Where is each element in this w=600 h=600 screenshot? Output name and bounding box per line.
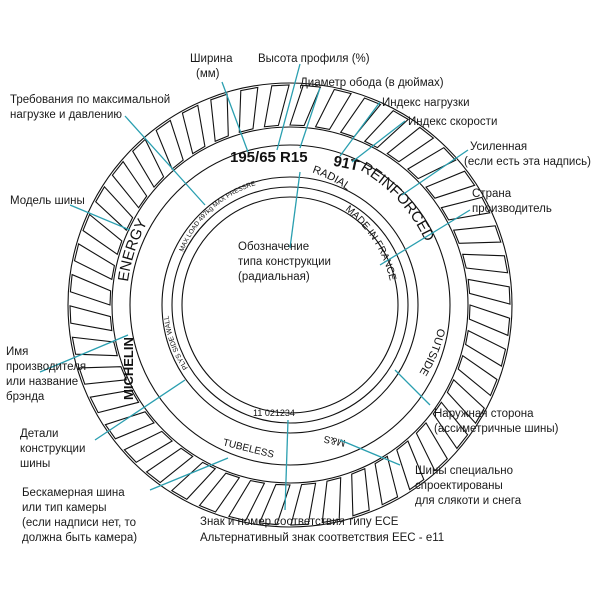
tread-block: [446, 378, 485, 425]
tread-block: [339, 97, 382, 138]
tread-block: [69, 305, 113, 332]
tire: [67, 82, 513, 528]
leader-width: [221, 81, 249, 153]
leader-ece: [284, 419, 289, 511]
bead-ring-outer: [161, 176, 419, 434]
tread-block: [263, 84, 290, 128]
label-max-load-pressure: Требования по максимальной нагрузке и да…: [10, 94, 173, 121]
tread-block: [69, 273, 112, 306]
leader-tubeless: [149, 457, 229, 491]
label-speed-index: Индекс скорости: [408, 116, 497, 128]
tread-block: [468, 304, 511, 337]
leader-lines: [39, 63, 471, 511]
leader-load-index: [339, 101, 381, 157]
brand-marking: MICHELIN: [121, 337, 136, 400]
tread-block: [95, 185, 134, 232]
tread-block: [289, 84, 322, 127]
tread-block: [415, 421, 448, 472]
tread-block: [82, 213, 123, 256]
tread-band-inner: [111, 126, 469, 484]
tread-block: [467, 278, 511, 305]
leader-model: [69, 204, 131, 231]
ply-marking: PLYS SIDE WALL 2 RAYON: [0, 0, 190, 371]
tread-block: [351, 467, 370, 517]
rim-edge: [181, 196, 399, 414]
tread-blocks: [69, 84, 511, 526]
leader-reinforced: [401, 149, 469, 196]
tubeless-marking: TUBELESS: [222, 437, 276, 460]
label-profile-height: Высота профиля (%): [258, 53, 370, 65]
tread-block: [78, 366, 128, 385]
tire-outer-edge: [67, 82, 513, 528]
tread-block: [155, 119, 184, 170]
tire-size-marking: 195/65 R15: [230, 149, 308, 166]
tread-block: [464, 329, 507, 367]
tread-block: [290, 482, 317, 526]
tread-block: [89, 389, 140, 414]
tread-block: [440, 196, 491, 221]
label-width: Ширина (мм): [190, 53, 236, 80]
leader-rim: [299, 87, 321, 149]
tread-block: [198, 472, 241, 513]
leader-details: [94, 379, 186, 441]
label-tubeless: Бескамерная шина или тип камеры (если на…: [22, 487, 139, 544]
label-reinforced: Усиленная (если есть эта надпись): [464, 141, 591, 168]
tread-block: [396, 440, 425, 491]
tread-block: [181, 104, 206, 155]
leader-country: [379, 209, 471, 266]
mud-snow-marking: M&S: [323, 433, 347, 448]
tread-block: [111, 160, 148, 209]
dot-marking: 11 021234: [253, 408, 295, 418]
tread-block: [432, 401, 469, 450]
tread-block: [425, 170, 476, 199]
tread-block: [406, 147, 457, 180]
tread-block: [314, 88, 352, 131]
label-rim-diameter: Диаметр обода (в дюймах): [300, 77, 444, 89]
tread-block: [210, 93, 229, 143]
label-country: Страна производитель: [472, 188, 552, 215]
load-speed-marking: 91T: [332, 153, 361, 175]
bead-ring-inner: [171, 186, 409, 424]
label-load-index: Индекс нагрузки: [382, 97, 470, 109]
leader-mud-snow: [339, 439, 401, 466]
tread-block: [374, 455, 399, 506]
label-outer-side: Наружная сторона (ассиметричные шины): [434, 408, 559, 435]
sidewall-ring: [129, 144, 451, 466]
leader-manufacturer: [39, 334, 129, 373]
tread-block: [258, 483, 291, 526]
tread-block: [132, 138, 165, 189]
tread-block: [145, 447, 194, 484]
label-tyre-model: Модель шины: [10, 195, 85, 207]
tread-block: [73, 243, 116, 281]
tread-block: [386, 126, 435, 163]
tread-block: [461, 253, 509, 274]
tread-block: [228, 479, 266, 522]
leader-max-load: [124, 115, 206, 206]
tread-block: [104, 411, 155, 440]
leader-profile: [276, 63, 301, 151]
tread-block: [452, 225, 502, 244]
leader-outer-side: [394, 369, 431, 406]
label-construction-details: Детали конструкции шины: [20, 428, 89, 470]
made-in-marking: MADE IN FRANCE: [343, 204, 398, 282]
leader-speed-index: [351, 120, 406, 163]
tread-block: [457, 354, 498, 397]
tread-block: [123, 430, 174, 463]
label-mud-snow: Шины специально спроектированы для сляко…: [415, 465, 522, 507]
tread-block: [170, 461, 217, 500]
label-manufacturer: Имя производителя или название брэнда: [6, 346, 89, 403]
label-ece: Знак и номер соответствия типу ECE Альте…: [200, 516, 444, 544]
tread-block: [238, 86, 259, 134]
tread-block: [321, 476, 342, 524]
tread-block: [71, 336, 119, 357]
label-construction-type: Обозначение типа конструкции (радиальная…: [238, 241, 334, 283]
leader-construction: [289, 171, 301, 249]
